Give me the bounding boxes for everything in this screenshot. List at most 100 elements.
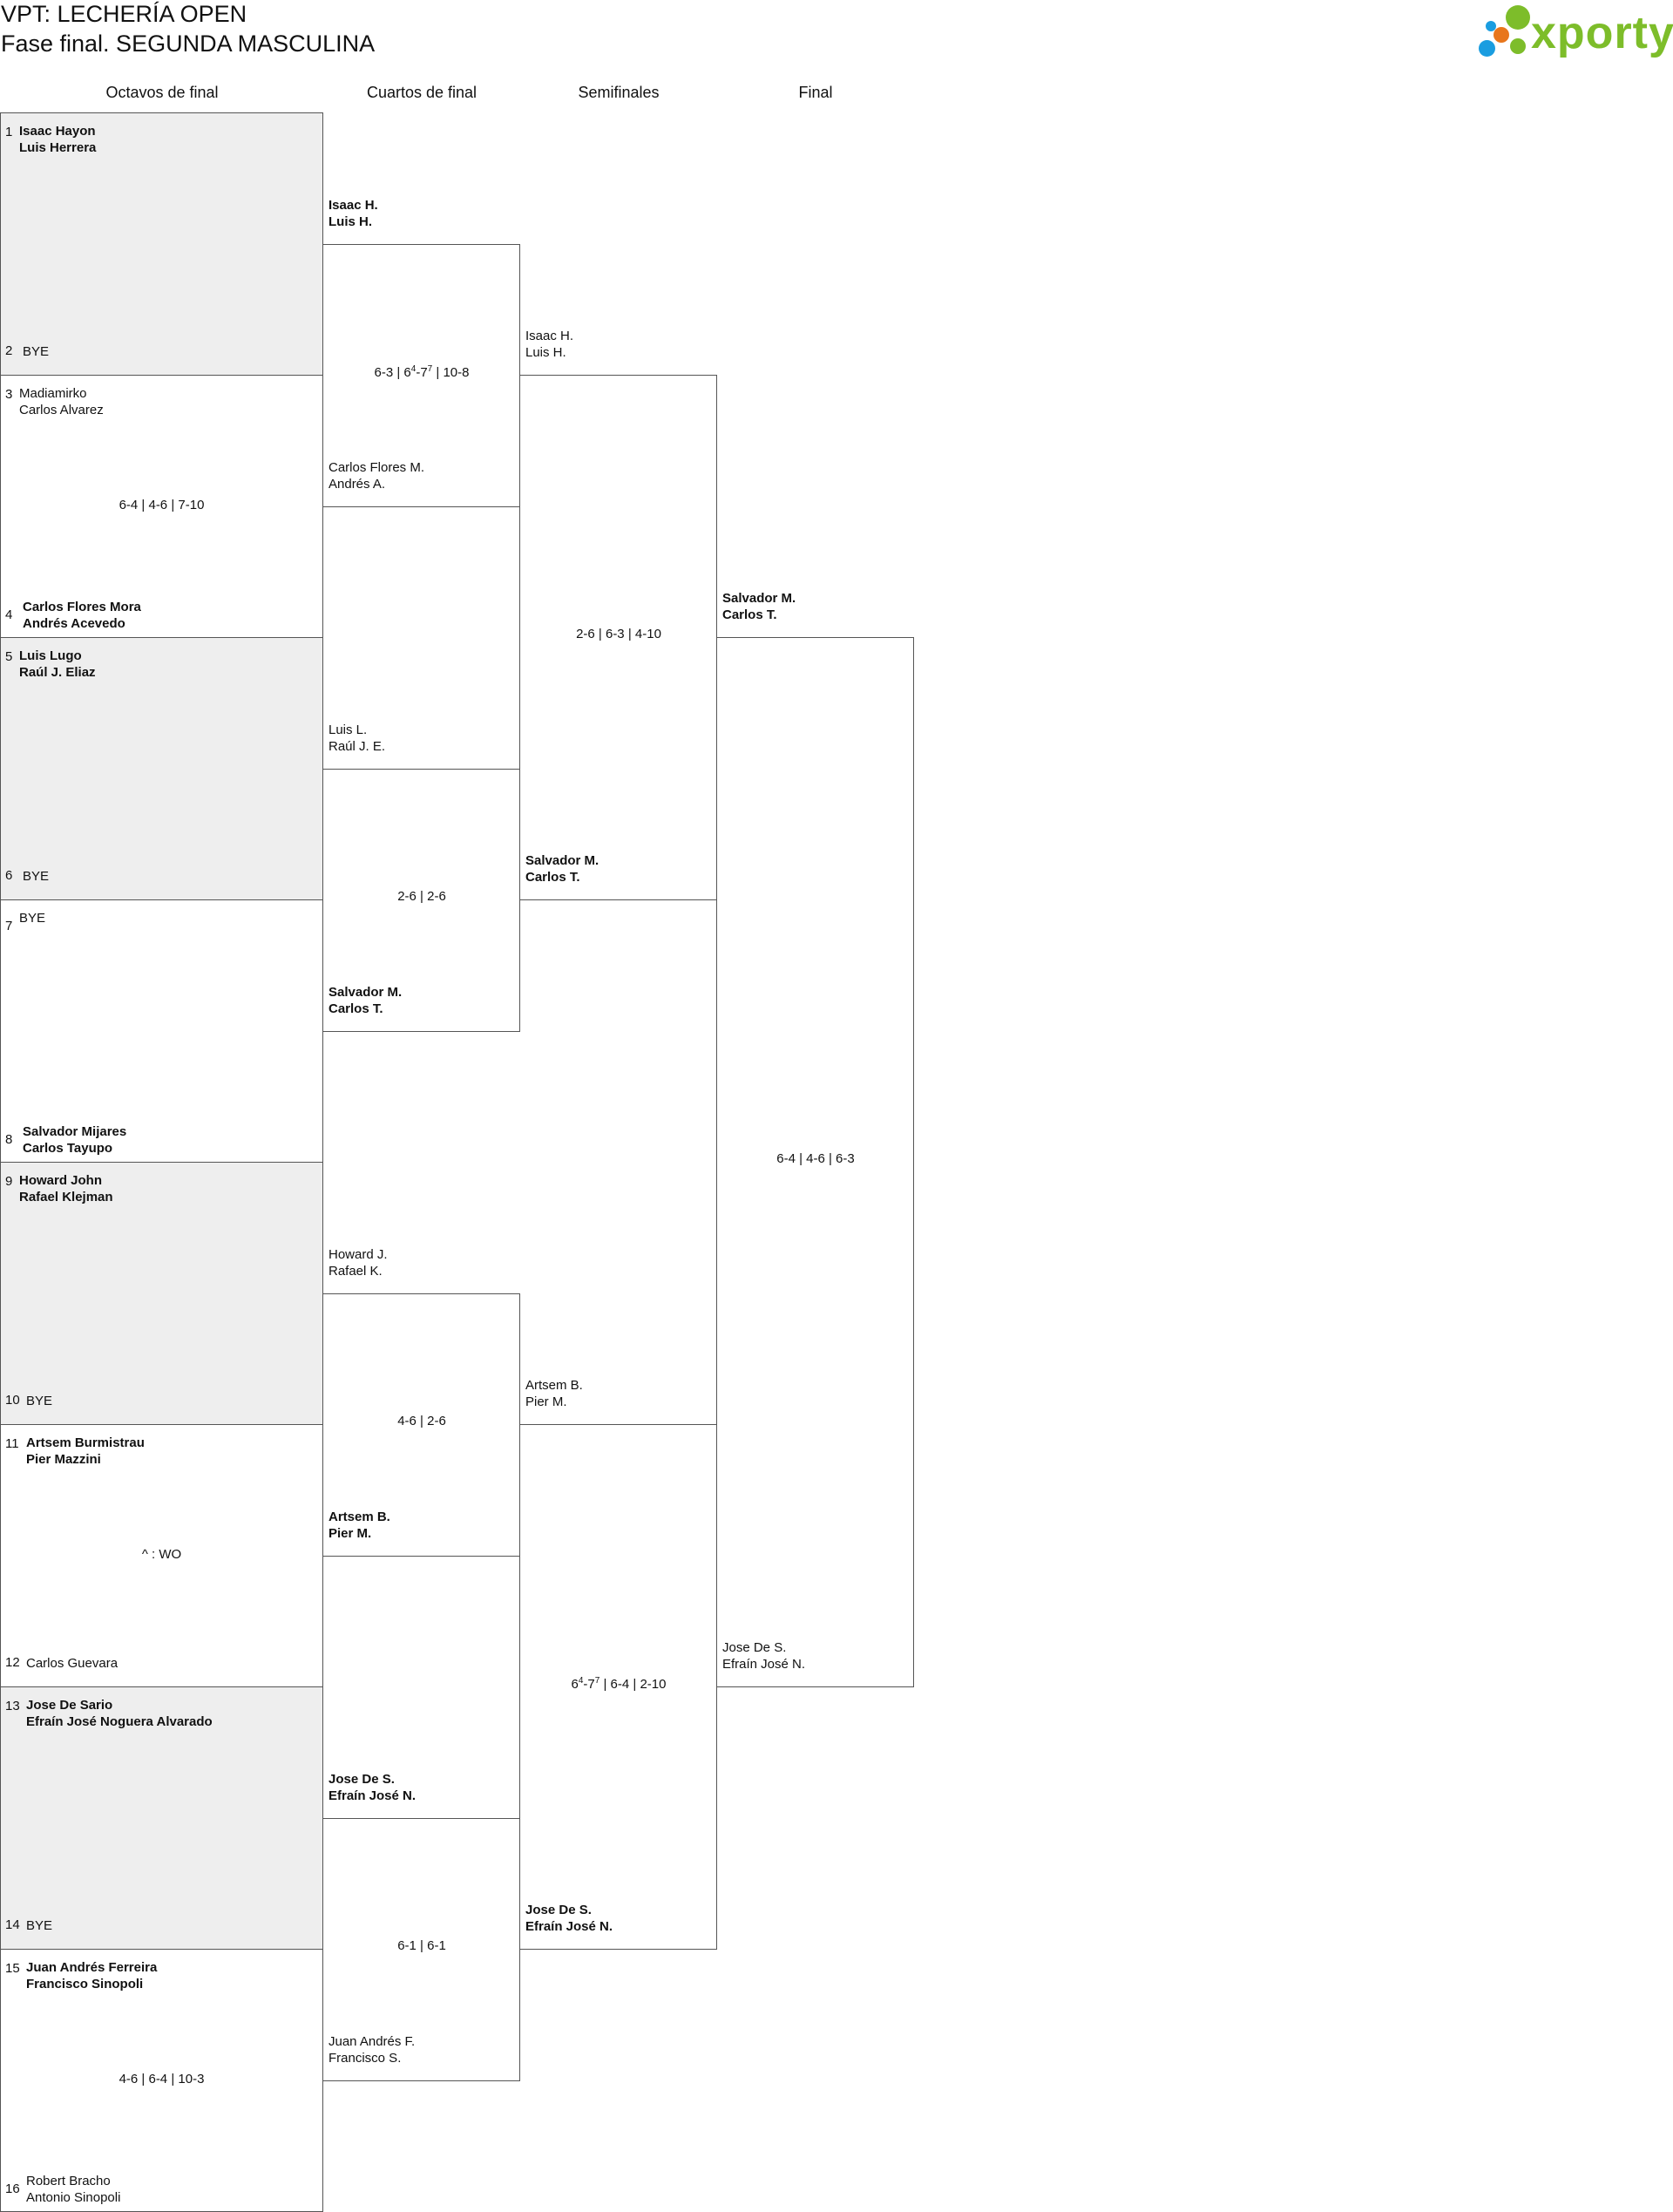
qf-team-6-player-2: Pier M. <box>329 1525 372 1541</box>
r16-team-2: BYE <box>23 343 49 360</box>
sf-score-1: 2-6 | 6-3 | 4-10 <box>523 627 715 641</box>
qf-team-8-player-1: Juan Andrés F. <box>329 2033 416 2049</box>
sf-score-2-c: | 6-4 | 2-10 <box>599 1677 667 1692</box>
qf-score-4-a: 6-1 | 6-1 <box>397 1938 446 1953</box>
seed-11: 11 <box>5 1436 19 1451</box>
sf-team-3-player-2: Pier M. <box>525 1394 567 1409</box>
seed-6: 6 <box>5 868 13 883</box>
r16-score-6: ^ : WO <box>49 1547 275 1562</box>
r16-team-11-player-2: Pier Mazzini <box>26 1452 101 1467</box>
r16-team-4-player-1: Carlos Flores Mora <box>23 600 141 614</box>
seed-2: 2 <box>5 343 13 358</box>
logo-dot-orange <box>1494 27 1509 43</box>
r16-team-13-player-1: Jose De Sario <box>26 1698 113 1713</box>
qf-team-8-player-2: Francisco S. <box>329 2050 402 2066</box>
final-score: 6-4 | 4-6 | 6-3 <box>720 1151 911 1166</box>
seed-10: 10 <box>5 1393 20 1408</box>
r16-team-8-player-2: Carlos Tayupo <box>23 1141 113 1156</box>
qf-team-3: Luis L.Raúl J. E. <box>329 722 385 755</box>
r16-team-3-player-1: Madiamirko <box>19 386 87 401</box>
sf-team-1-player-1: Isaac H. <box>525 329 574 343</box>
seed-5: 5 <box>5 649 13 664</box>
r16-team-4-player-2: Andrés Acevedo <box>23 616 125 631</box>
tournament-title: VPT: LECHERÍA OPEN <box>1 1 247 27</box>
final-team-2: Jose De S.Efraín José N. <box>722 1639 805 1673</box>
seed-4: 4 <box>5 607 13 622</box>
r16-team-1-player-2: Luis Herrera <box>19 140 97 155</box>
qf-score-3: 4-6 | 2-6 <box>326 1414 518 1428</box>
round-header-sf: Semifinales <box>578 84 660 101</box>
qf-team-4-player-2: Carlos T. <box>329 1001 383 1016</box>
qf-score-2-a: 2-6 | 2-6 <box>397 889 446 904</box>
qf-team-3-player-2: Raúl J. E. <box>329 738 386 754</box>
qf-score-1-c: | 10-8 <box>432 365 470 380</box>
r16-score-8: 4-6 | 6-4 | 10-3 <box>49 2072 275 2086</box>
seed-13: 13 <box>5 1699 20 1713</box>
qf-score-1-b: -7 <box>416 365 428 380</box>
qf-team-7-player-2: Efraín José N. <box>329 1788 417 1803</box>
final-team-1-player-1: Salvador M. <box>722 591 796 606</box>
qf-team-5-player-1: Howard J. <box>329 1246 388 1262</box>
r16-team-12-player-1: Carlos Guevara <box>26 1656 119 1671</box>
logo-dot-green <box>1506 5 1530 30</box>
round-header-r16: Octavos de final <box>105 84 219 101</box>
r16-team-7: BYE <box>19 910 45 926</box>
sf-team-1-player-2: Luis H. <box>525 345 566 360</box>
phase-title: Fase final. SEGUNDA MASCULINA <box>1 31 376 57</box>
logo-dot-blue-small <box>1486 21 1496 31</box>
qf-team-3-player-1: Luis L. <box>329 722 368 737</box>
qf-score-3-a: 4-6 | 2-6 <box>397 1414 446 1428</box>
seed-7: 7 <box>5 919 13 933</box>
r16-team-3-player-2: Carlos Alvarez <box>19 403 104 417</box>
r16-score-8-a: 4-6 | 6-4 | 10-3 <box>119 2071 205 2086</box>
final-team-1-player-2: Carlos T. <box>722 607 777 622</box>
seed-14: 14 <box>5 1917 20 1932</box>
r16-team-7-player-1: BYE <box>19 911 46 926</box>
qf-score-4: 6-1 | 6-1 <box>326 1938 518 1953</box>
r16-team-9-player-1: Howard John <box>19 1173 103 1188</box>
r16-team-10-player-1: BYE <box>26 1394 53 1408</box>
sf-score-2-b: -7 <box>583 1677 595 1692</box>
r16-team-15-player-1: Juan Andrés Ferreira <box>26 1960 158 1975</box>
qf-team-4-player-1: Salvador M. <box>329 984 403 1000</box>
seed-1: 1 <box>5 125 13 139</box>
qf-score-2: 2-6 | 2-6 <box>326 889 518 904</box>
r16-score-2-a: 6-4 | 4-6 | 7-10 <box>119 497 205 512</box>
r16-team-2-player-1: BYE <box>23 344 50 359</box>
r16-team-12: Carlos Guevara <box>26 1655 118 1672</box>
round-header-final: Final <box>798 84 833 101</box>
seed-8: 8 <box>5 1132 13 1147</box>
sf-score-2: 64-77 | 6-4 | 2-10 <box>523 1676 715 1692</box>
sf-team-2: Salvador M.Carlos T. <box>525 852 599 885</box>
sf-score-2-a: 6 <box>571 1677 579 1692</box>
seed-15: 15 <box>5 1961 20 1976</box>
final-score-a: 6-4 | 4-6 | 6-3 <box>776 1151 855 1166</box>
qf-team-7: Jose De S.Efraín José N. <box>329 1771 416 1804</box>
qf-score-1-a: 6-3 | 6 <box>374 365 411 380</box>
r16-team-8-player-1: Salvador Mijares <box>23 1124 127 1139</box>
r16-team-5-player-2: Raúl J. Eliaz <box>19 665 96 680</box>
seed-12: 12 <box>5 1655 20 1670</box>
logo-dot-blue <box>1479 40 1495 57</box>
r16-team-15-player-2: Francisco Sinopoli <box>26 1977 144 1991</box>
sf-team-1: Isaac H. Luis H. <box>525 328 573 361</box>
r16-team-5-player-1: Luis Lugo <box>19 648 82 663</box>
logo-text: xporty <box>1531 8 1673 58</box>
qf-team-5-player-2: Rafael K. <box>329 1263 383 1279</box>
sf-team-4-player-1: Jose De S. <box>525 1903 592 1917</box>
qf-team-2-player-1: Carlos Flores M. <box>329 459 425 475</box>
sf-team-3-player-1: Artsem B. <box>525 1378 583 1393</box>
sf-team-4-player-2: Efraín José N. <box>525 1919 613 1934</box>
r16-team-9-player-2: Rafael Klejman <box>19 1190 113 1204</box>
qf-team-6-player-1: Artsem B. <box>329 1509 390 1524</box>
qf-team-4: Salvador M.Carlos T. <box>329 984 402 1017</box>
qf-score-1: 6-3 | 64-77 | 10-8 <box>326 364 518 380</box>
final-team-2-player-2: Efraín José N. <box>722 1657 806 1672</box>
r16-team-6-player-1: BYE <box>23 869 50 884</box>
r16-score-6-a: ^ : WO <box>141 1546 182 1562</box>
seed-3: 3 <box>5 387 13 402</box>
qf-team-8: Juan Andrés F.Francisco S. <box>329 2033 415 2066</box>
